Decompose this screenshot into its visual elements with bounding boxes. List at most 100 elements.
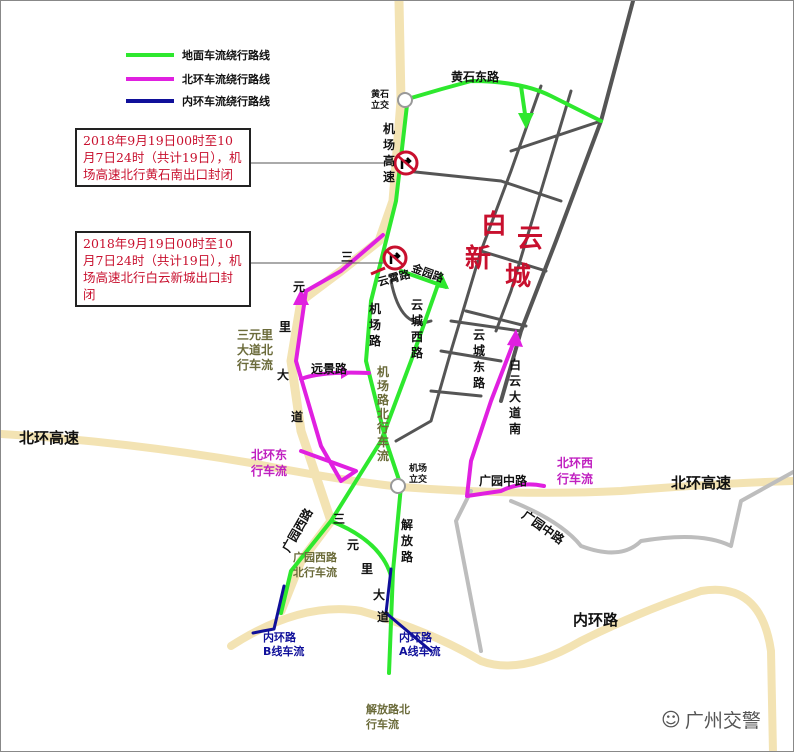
label-yuncheng-west: 西 <box>411 330 423 344</box>
legend-swatch <box>126 99 174 103</box>
label-jiefang-north-flow: 行车流 <box>365 717 399 731</box>
label-jiefang: 放 <box>400 533 414 548</box>
label-airport-expressway: 机 <box>383 121 395 136</box>
label-inner-b: B线车流 <box>263 644 304 658</box>
blue-route-b <box>251 584 286 635</box>
label-sanyuanli-upper: 元 <box>293 280 305 294</box>
label-yuncheng-west: 云 <box>411 298 423 312</box>
label-airport-road-north-flow: 流 <box>377 448 389 463</box>
label-sanyuanli-north-flow: 大道北 <box>237 342 273 357</box>
label-baiyun-newtown: 云 <box>517 224 543 254</box>
label-sanyuanli-lower: 大 <box>373 587 385 602</box>
label-beihuan-east-flow: 行车流 <box>250 463 287 478</box>
label-guangyuan-west-flow: 广园西路 <box>293 550 338 564</box>
label-sanyuanli-lower: 道 <box>377 609 389 624</box>
inner-ring-road <box>227 585 777 751</box>
label-airport-road-north-flow: 北 <box>377 406 389 421</box>
label-inner-a: A线车流 <box>399 644 441 658</box>
label-sanyuanli-upper: 大 <box>277 367 289 382</box>
label-sanyuanli-north-flow: 行车流 <box>236 357 273 372</box>
label-airport-road-north-flow: 行 <box>376 420 389 435</box>
label-airport-road-north-flow: 车 <box>377 434 389 449</box>
label-baiyun-newtown: 城 <box>505 262 531 292</box>
label-baiyun-newtown: 白 <box>481 209 507 240</box>
gray-road-baiyun <box>389 84 603 443</box>
wechat-icon: ☺ <box>661 708 681 731</box>
label-baiyun-south: 大 <box>509 389 521 404</box>
huangshi-interchange-icon <box>397 92 413 108</box>
magenta-route-sanyuanli <box>294 233 385 483</box>
arrow-icon <box>518 113 534 129</box>
label-airport-expressway: 场 <box>383 138 395 152</box>
label-sanyuanli-upper: 里 <box>279 319 291 334</box>
legend-swatch <box>126 53 174 57</box>
label-huangshi-interchange: 立交 <box>371 99 389 111</box>
watermark-text: 广州交警 <box>684 710 761 732</box>
magenta-route-baiyun <box>465 334 546 498</box>
legend-label: 北环车流绕行路线 <box>182 73 270 86</box>
label-yuncheng-west: 城 <box>411 313 423 328</box>
label-yuncheng-east: 东 <box>473 359 485 374</box>
label-airport-road: 路 <box>369 333 382 348</box>
no-right-turn-icon <box>370 245 408 276</box>
label-sanyuanli-north-flow: 三元里 <box>237 327 273 342</box>
label-baiyun-south: 云 <box>509 374 521 388</box>
label-yuncheng-west: 路 <box>411 345 424 360</box>
closure-notice-huangshi: 2018年9月19日00时至10月7日24时（共计19日），机场高速北行黄石南出… <box>75 128 251 187</box>
label-airport-road-north-flow: 路 <box>377 392 390 407</box>
label-huangshi-east: 黄石东路 <box>451 69 500 84</box>
label-airport-road-north-flow: 场 <box>377 379 389 393</box>
legend-item-ground: 地面车流绕行路线 <box>126 47 270 63</box>
label-yuncheng-east: 路 <box>473 375 486 390</box>
label-jiefang-north-flow: 解放路北 <box>366 702 410 716</box>
gray-road-east <box>499 1 635 403</box>
arrow-icon <box>507 329 523 347</box>
arrow-icon <box>341 367 351 379</box>
legend-label: 内环车流绕行路线 <box>182 95 270 108</box>
label-guangyuan-mid-upper: 广园中路 <box>479 473 528 488</box>
label-airport-interchange: 机场 <box>409 462 427 474</box>
blue-route-a <box>384 567 433 653</box>
label-beihuan-right: 北环高速 <box>671 474 731 492</box>
label-airport-expressway: 速 <box>383 169 395 184</box>
label-sanyuanli-upper: 三 <box>341 250 353 264</box>
label-jiefang: 路 <box>401 549 414 564</box>
label-baiyun-south: 白 <box>509 357 521 372</box>
label-inner-a: 内环路 <box>399 630 433 644</box>
label-jiefang: 解 <box>401 517 413 532</box>
closure-notice-baiyun: 2018年9月19日00时至10月7日24时（共计19日），机场高速北行白云新城… <box>75 231 251 307</box>
label-baiyun-south: 道 <box>509 405 521 420</box>
label-sanyuanli-lower: 里 <box>361 561 373 576</box>
label-airport-interchange: 立交 <box>409 473 427 485</box>
label-airport-road-north-flow: 机 <box>377 364 389 379</box>
label-inner-ring: 内环路 <box>573 611 619 629</box>
label-yuncheng-east: 城 <box>473 343 485 358</box>
label-airport-road: 机 <box>369 301 381 316</box>
label-inner-b: 内环路 <box>263 630 297 644</box>
legend-item-north-ring: 北环车流绕行路线 <box>126 71 270 87</box>
label-airport-expressway: 高 <box>383 153 395 168</box>
label-baiyun-south: 南 <box>509 421 521 436</box>
label-guangyuan-west-flow: 北行车流 <box>293 565 337 579</box>
legend-swatch <box>126 77 174 81</box>
label-baiyun-newtown: 新 <box>465 243 491 274</box>
label-yuanjing: 远景路 <box>311 361 348 376</box>
arrow-icon <box>293 289 309 305</box>
minor-road <box>454 469 793 653</box>
watermark: ☺广州交警 <box>661 706 761 733</box>
label-beihuan-east-flow: 北环东 <box>251 447 287 462</box>
airport-interchange-icon <box>390 478 406 494</box>
label-sanyuanli-lower: 三 <box>333 512 345 526</box>
legend-item-inner-ring: 内环车流绕行路线 <box>126 93 270 109</box>
label-beihuan-left: 北环高速 <box>19 429 79 447</box>
label-beihuan-west-flow: 行车流 <box>556 471 593 486</box>
label-beihuan-west-flow: 北环西 <box>557 455 593 470</box>
label-sanyuanli-upper: 道 <box>291 409 303 424</box>
arrow-icon <box>435 271 449 289</box>
callout-line <box>250 162 397 264</box>
no-right-turn-icon <box>393 150 419 176</box>
legend-label: 地面车流绕行路线 <box>182 49 270 62</box>
label-huangshi-interchange: 黄石 <box>371 88 389 100</box>
